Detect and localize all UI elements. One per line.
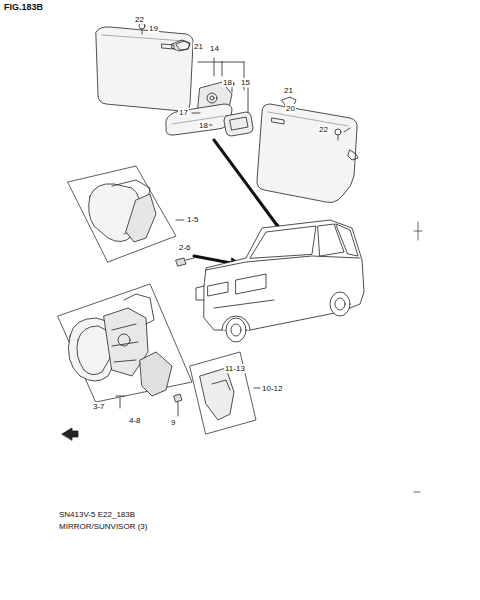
callout-number: 2-6: [178, 243, 192, 252]
parts-box-power-mirror: [58, 284, 192, 416]
callout-number: 20: [285, 104, 296, 113]
callout-number: 22: [318, 125, 329, 134]
callout-number: 14: [209, 44, 220, 53]
visor-holder: [172, 40, 190, 51]
leader-line: [198, 58, 244, 90]
callout-number: 21: [283, 86, 294, 95]
callout-number: 22: [134, 15, 145, 24]
callout-number: 19: [148, 24, 159, 33]
callout-number: 4-8: [128, 416, 142, 425]
parts-box-outer-mirror: [68, 166, 184, 262]
margin-mark: [414, 222, 422, 240]
callout-number: 18: [222, 78, 233, 87]
callout-number: 18: [198, 121, 209, 130]
callout-number: 10-12: [261, 384, 283, 393]
rear-view-mirror: [166, 82, 234, 135]
callout-number: 9: [170, 418, 176, 427]
map-lamp: [224, 88, 253, 136]
sunvisor-left: [96, 23, 193, 111]
parts-box-cover: [190, 352, 260, 434]
bolt: [176, 258, 194, 266]
figure-caption: SN413V-5 E22_183B: [58, 510, 136, 519]
figure-caption: MIRROR/SUNVISOR (3): [58, 522, 148, 531]
sunvisor-right: [257, 104, 358, 203]
callout-number: 21: [193, 42, 204, 51]
callout-number: 17: [178, 108, 189, 117]
figure-title: FIG.183B: [4, 2, 43, 12]
callout-number: 11-13: [224, 364, 246, 373]
front-arrow-icon: [62, 428, 78, 440]
callout-number: 15: [240, 78, 251, 87]
callout-number: 1-5: [186, 215, 200, 224]
pointer-line: [214, 140, 282, 232]
vehicle-outline: [196, 220, 364, 342]
margin-mark: [414, 492, 420, 493]
callout-number: 3-7: [92, 402, 106, 411]
